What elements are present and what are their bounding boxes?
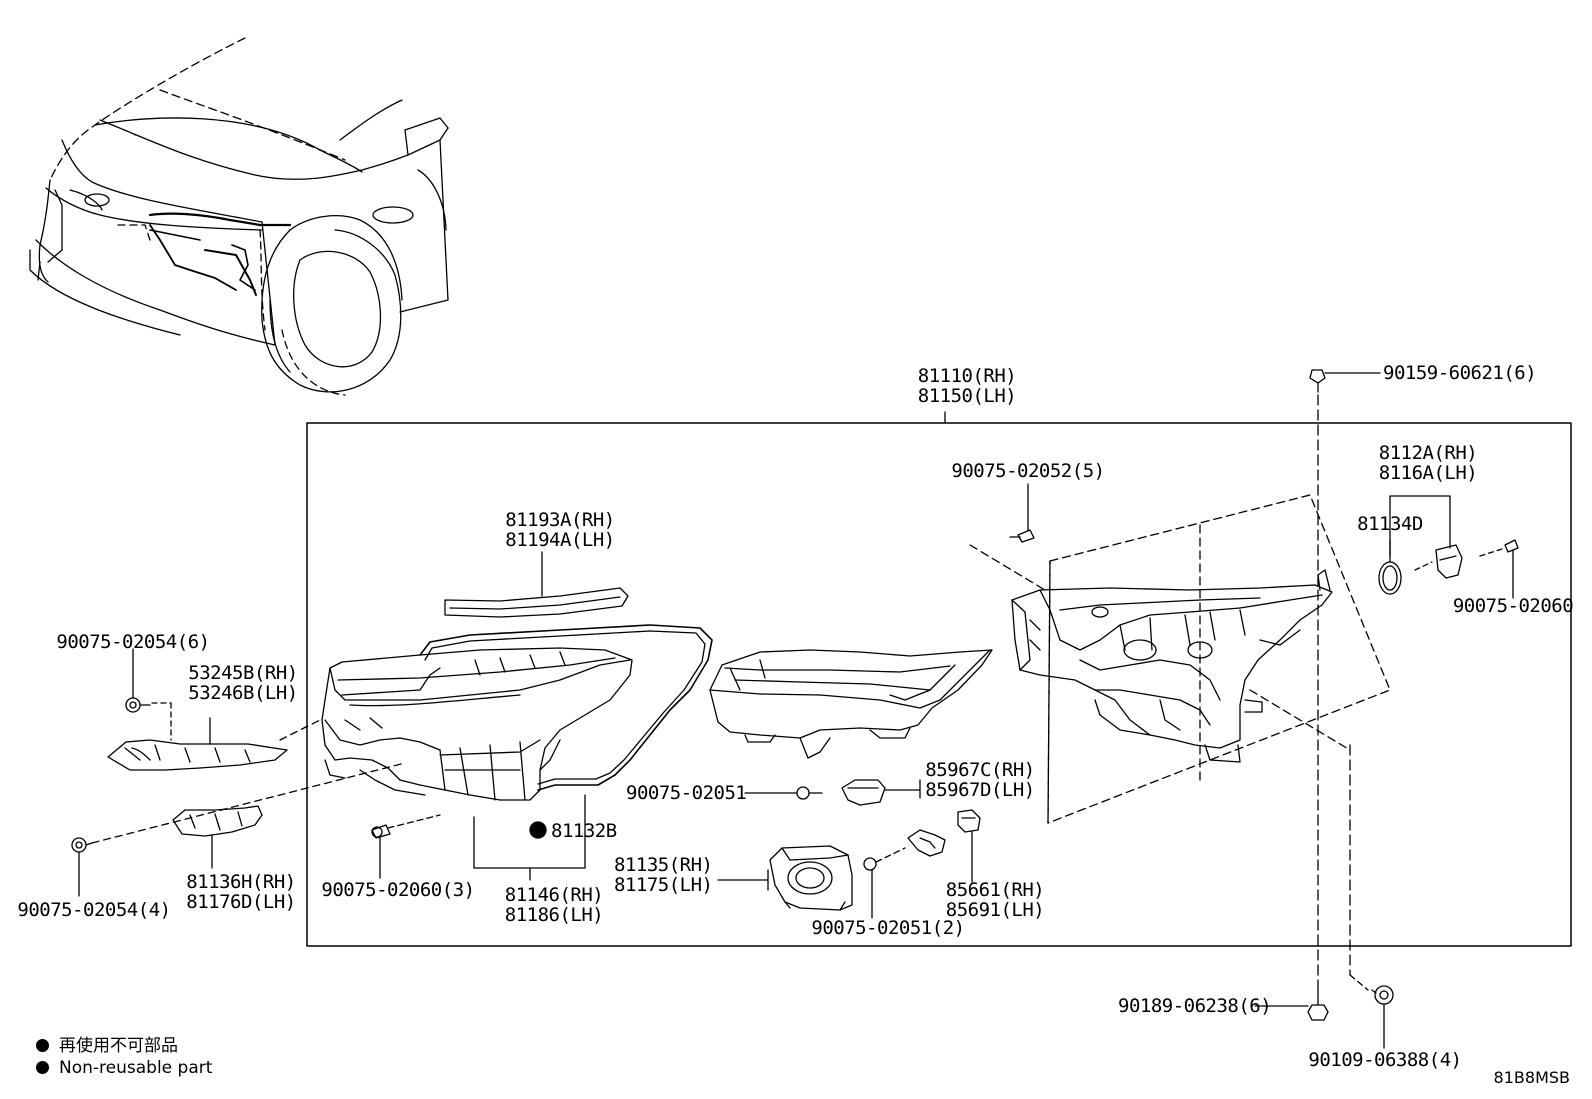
bracket-actuator [907, 829, 946, 857]
legend-jp-text: 再使用不可部品 [59, 1036, 178, 1056]
label-90075-02060-3: 90075-02060(3) [321, 879, 475, 901]
headlamp-rear-housing [1011, 569, 1333, 763]
label-81136h: 81136H(RH) [186, 871, 296, 893]
leader-bracket-to-lamp [279, 719, 321, 741]
bolt-90189-06238 [1307, 989, 1329, 1021]
leader-85967c [884, 779, 921, 799]
assembly-box [306, 422, 1572, 947]
bolt-90159-60621 [1309, 369, 1326, 393]
screw-90075-02060-3 [371, 814, 441, 839]
label-85967d: 85967D(LH) [925, 779, 1035, 801]
label-81110: 81110(RH) [917, 365, 1017, 387]
label-81194a: 81194A(LH) [505, 529, 615, 551]
non-reusable-dot-icon [36, 1039, 49, 1052]
label-90075-02051-2: 90075-02051(2) [811, 917, 965, 939]
screw-90075-02052-5 [1009, 529, 1035, 543]
label-53246b: 53246B(LH) [188, 682, 298, 704]
nut-90109-06388 [1371, 985, 1394, 1005]
rear-housing-outline-dashed [1047, 494, 1391, 824]
socket-8112a [1435, 544, 1463, 579]
headlamp-seal-gasket [419, 624, 713, 791]
diagram-code: 81B8MSB [1493, 1068, 1570, 1087]
label-81175: 81175(LH) [614, 874, 713, 896]
label-81186: 81186(LH) [504, 904, 604, 926]
label-85967c: 85967C(RH) [925, 759, 1035, 781]
leader-81135 [717, 869, 769, 891]
bolt-90075-02054-4 [71, 837, 93, 853]
bracket-81136h [172, 805, 263, 837]
trim-strip-81193a [444, 587, 629, 618]
label-90075-02054-6: 90075-02054(6) [56, 631, 210, 653]
legend-row-jp: 再使用不可部品 [36, 1031, 178, 1056]
vehicle-inset-illustration [29, 37, 449, 396]
label-81176d: 81176D(LH) [186, 891, 296, 913]
legend-en-text: Non-reusable part [59, 1058, 213, 1078]
label-81132b: 81132B [551, 820, 617, 842]
label-81146: 81146(RH) [504, 884, 604, 906]
projector-module-81135 [769, 845, 853, 911]
label-90075-02051: 90075-02051 [626, 782, 747, 804]
label-8112a: 8112A(RH) [1378, 442, 1478, 464]
non-reusable-dot-81132b [529, 821, 547, 839]
screw-90075-02051 [796, 786, 823, 800]
o-ring-81134d [1378, 561, 1402, 595]
leader-bolt-90075-02054-4 [91, 762, 406, 844]
label-90189-06238: 90189-06238(6) [1118, 995, 1272, 1017]
part-85967c [841, 779, 886, 806]
label-81193a: 81193A(RH) [505, 509, 615, 531]
bracket-53245b [107, 739, 288, 771]
sensor-85661 [957, 809, 981, 833]
label-53245b: 53245B(RH) [188, 662, 298, 684]
screw-90075-02060 [1479, 539, 1519, 557]
non-reusable-dot-icon [36, 1061, 49, 1074]
headlamp-front-housing [321, 647, 633, 801]
label-90075-02060: 90075-02060 [1452, 595, 1574, 617]
legend-row-en: Non-reusable part [36, 1058, 212, 1078]
label-90159-60621: 90159-60621(6) [1383, 362, 1537, 384]
label-81150: 81150(LH) [917, 385, 1017, 407]
screw-90075-02051-2 [863, 847, 906, 871]
label-85691: 85691(LH) [945, 899, 1045, 921]
label-90075-02054-4: 90075-02054(4) [17, 899, 171, 921]
bolt-90075-02054-6 [125, 697, 151, 713]
label-81135: 81135(RH) [614, 854, 713, 876]
label-90109-06388: 90109-06388(4) [1308, 1049, 1462, 1071]
label-81134d: 81134D [1357, 513, 1423, 535]
label-90075-02052-5: 90075-02052(5) [951, 460, 1105, 482]
middle-lamp-unit [709, 649, 993, 759]
label-85661: 85661(RH) [945, 879, 1045, 901]
label-8116a: 8116A(LH) [1378, 462, 1478, 484]
